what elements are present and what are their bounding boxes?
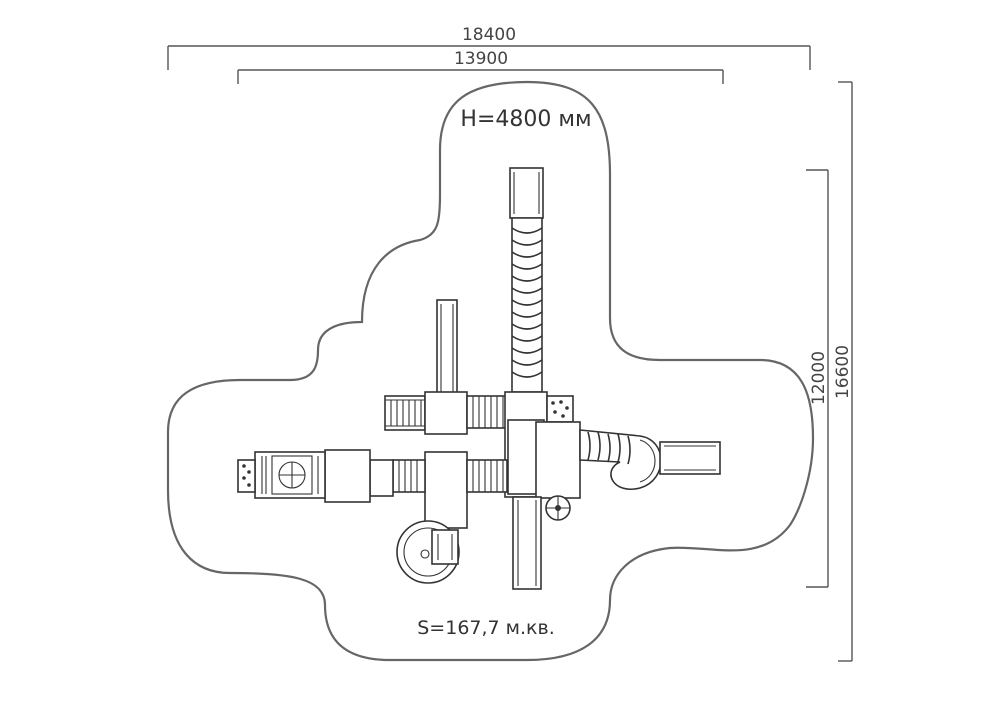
left-connector bbox=[369, 459, 394, 497]
upper-bridge bbox=[466, 395, 508, 429]
inner-height-label: 12000 bbox=[809, 351, 829, 405]
dimension-outer-height: 16600 bbox=[833, 81, 853, 662]
inner-width-label: 13900 bbox=[454, 49, 508, 69]
outer-width-label: 18400 bbox=[462, 25, 516, 45]
lower-bridge bbox=[466, 459, 508, 493]
right-tower bbox=[535, 421, 581, 499]
lower-spiral-slide bbox=[396, 520, 460, 584]
top-tube-slide bbox=[509, 167, 544, 393]
far-left-play-panel bbox=[237, 451, 326, 499]
upper-left-platform bbox=[424, 391, 468, 435]
tube-rungs bbox=[511, 227, 543, 378]
safety-zone-outline bbox=[166, 80, 815, 662]
upper-left-ladder bbox=[384, 395, 426, 431]
bottom-straight-slide bbox=[512, 496, 542, 590]
height-label: H=4800 мм bbox=[460, 107, 591, 132]
upper-left-slide bbox=[436, 299, 458, 396]
equipment bbox=[237, 167, 721, 590]
dimension-inner-height: 12000 bbox=[806, 169, 829, 588]
climbing-wall bbox=[546, 395, 574, 423]
right-spiral-slide bbox=[579, 429, 721, 491]
steering-wheel bbox=[545, 495, 571, 521]
dimension-outer-width: 18400 bbox=[167, 25, 811, 70]
area-label: S=167,7 м.кв. bbox=[417, 617, 555, 639]
left-bridge bbox=[392, 459, 426, 493]
dimension-inner-width: 13900 bbox=[237, 49, 724, 84]
outer-height-label: 16600 bbox=[833, 345, 853, 399]
lower-left-tower bbox=[424, 451, 468, 529]
left-platform bbox=[324, 449, 371, 503]
